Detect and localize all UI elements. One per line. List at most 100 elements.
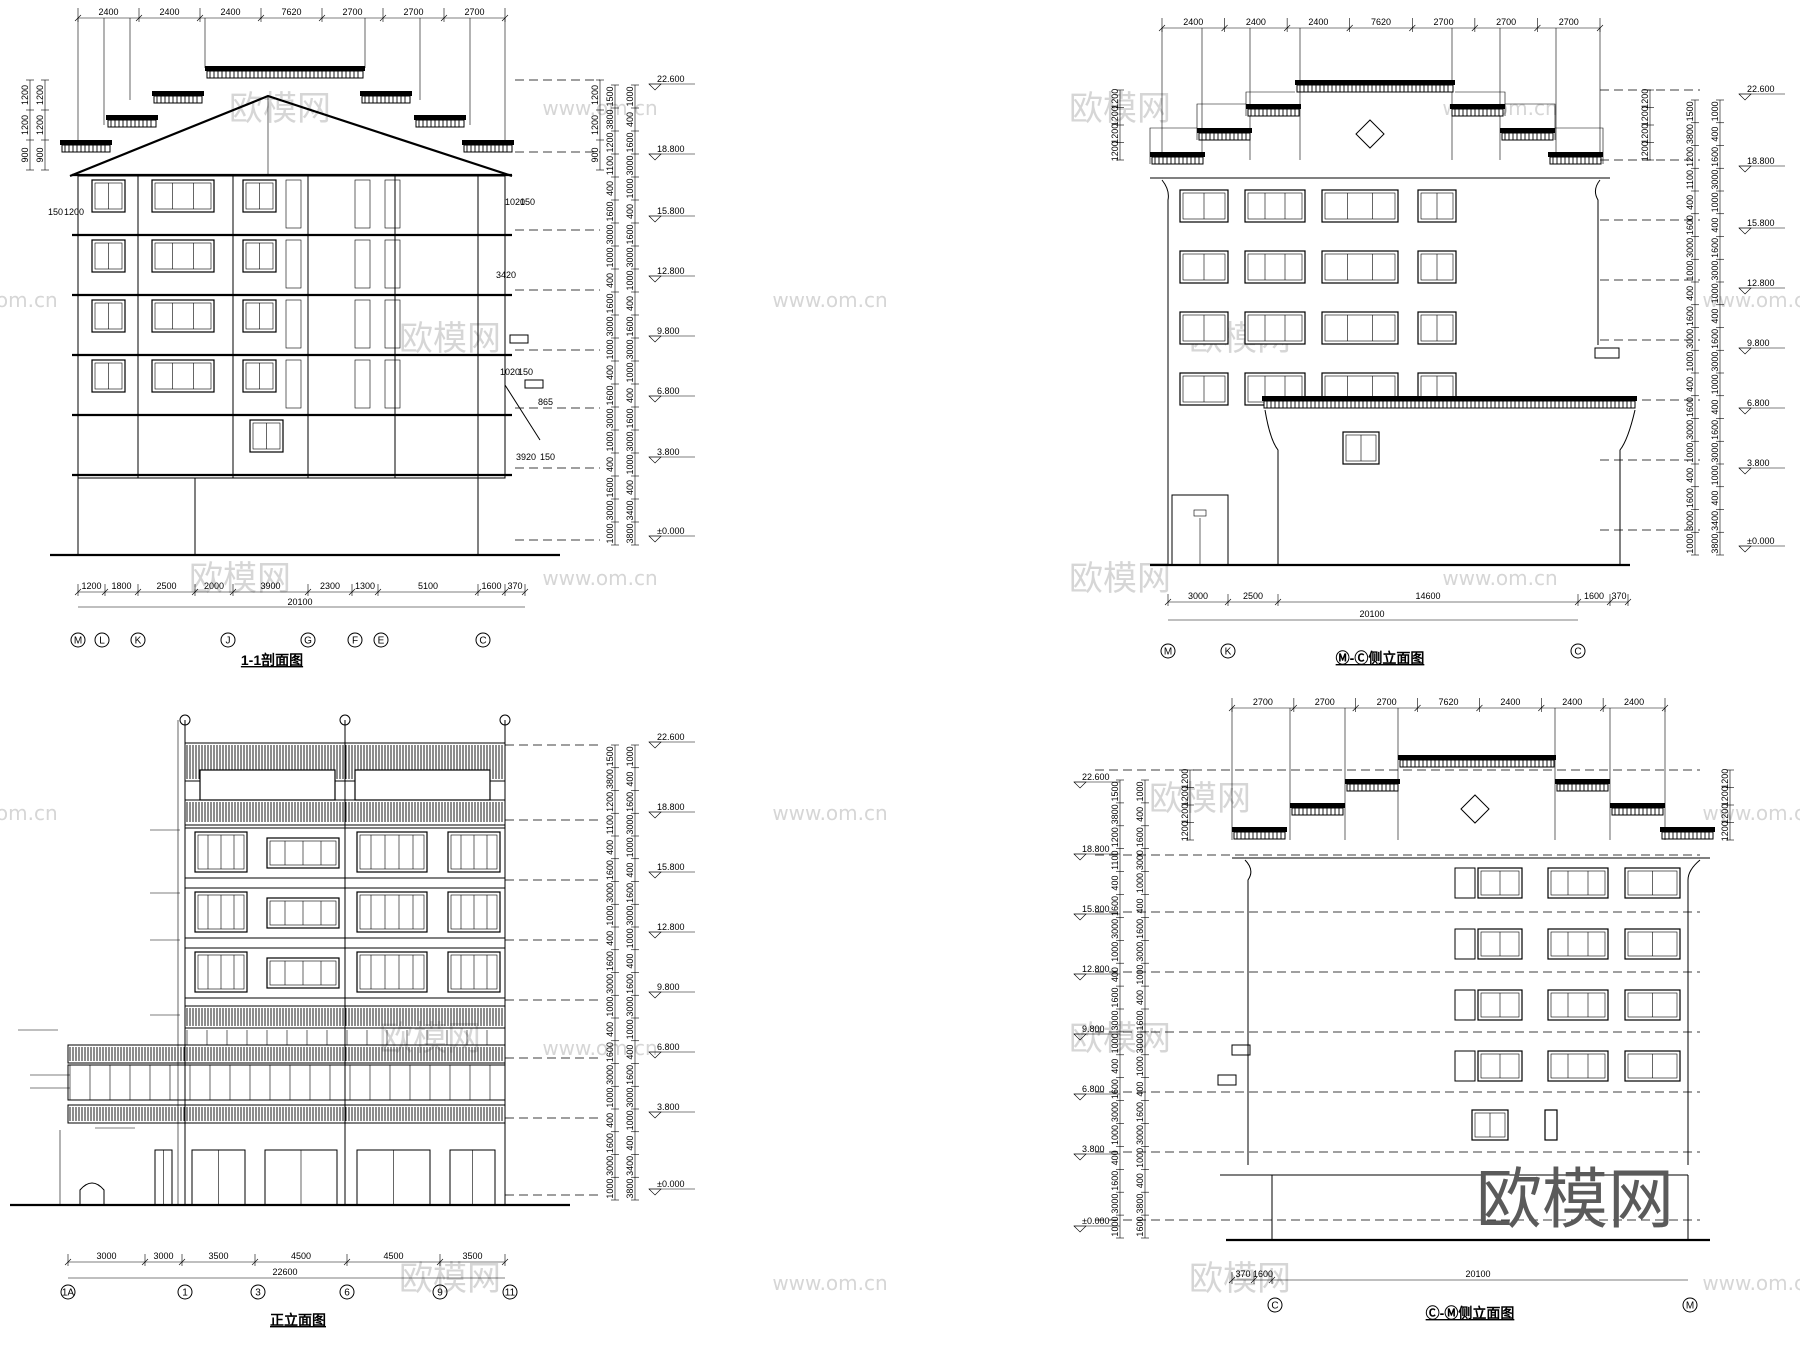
axis-bubble [347, 632, 363, 648]
dimension-label: 2700 [403, 7, 423, 17]
dimension-label: 2700 [1253, 697, 1273, 707]
pillar-finial [499, 714, 511, 726]
pillar-finial [179, 714, 191, 726]
note-label: 1200 [64, 207, 84, 217]
dimension-label: 1800 [111, 581, 131, 591]
axis-label: G [304, 636, 312, 647]
window [1321, 189, 1399, 223]
dimension-label: 7620 [1438, 697, 1458, 707]
level-label: 22.600 [657, 74, 685, 84]
dimension-label: 3000 [605, 883, 615, 903]
dimension-label: 2700 [342, 7, 362, 17]
window [356, 891, 428, 933]
window [1321, 250, 1399, 284]
axis-bubble [300, 632, 316, 648]
dimension-label: 1200 [1110, 89, 1120, 109]
dimension-label: 400 [605, 365, 615, 380]
door-opening [354, 179, 371, 229]
coping-top [1450, 104, 1505, 109]
window [1471, 1109, 1509, 1141]
dimension-label: 400 [605, 273, 615, 288]
coping-top [1232, 827, 1287, 832]
dimension-label: 3000 [153, 1251, 173, 1261]
door-opening [354, 299, 371, 349]
watermark-url: www.om.cn [1442, 566, 1557, 590]
dimension-slash [440, 14, 448, 22]
window [1547, 1050, 1609, 1082]
level-label: 9.800 [657, 982, 680, 992]
dimension-slash [1414, 704, 1421, 712]
window [242, 239, 277, 273]
dimension-label: 2400 [1500, 697, 1520, 707]
coping-top [1660, 827, 1715, 832]
watermark-cn: 欧模网 [399, 319, 501, 359]
window-frame [1244, 250, 1306, 284]
dimension-label: 1200 [1720, 786, 1730, 806]
level-label: 22.600 [1747, 84, 1775, 94]
dimension-label: 1000 [625, 178, 635, 198]
coping [1232, 827, 1287, 840]
level-marks: 22.60018.80015.80012.8009.8006.8003.800±… [648, 732, 695, 1196]
balcony-bracket [1217, 1074, 1237, 1086]
dimension-slash [1164, 598, 1172, 606]
dimension-label: 1200 [20, 85, 30, 105]
coping [414, 115, 466, 128]
dimension-slash [1624, 598, 1632, 606]
coping [1295, 80, 1455, 93]
dimension-label: 1200 [1640, 124, 1650, 144]
dimension-label: 3000 [625, 906, 635, 926]
dimension-label: 1000 [1110, 1125, 1120, 1145]
dimension-label: 3000 [625, 1088, 635, 1108]
dimension-slash [521, 588, 529, 596]
level-label: 15.800 [1082, 904, 1110, 914]
dimension-label: 3000 [1135, 942, 1145, 962]
dimension-label: 1300 [355, 581, 375, 591]
dimension-label: 900 [590, 147, 600, 162]
dimension-slash [1476, 704, 1483, 712]
balcony-bracket [1231, 1044, 1251, 1056]
dimension-label: 1000 [1110, 1217, 1120, 1237]
dimension-label: 1600 [1685, 215, 1695, 235]
coping-band [463, 144, 513, 153]
coping-band [61, 144, 111, 153]
axis-bubble [1220, 643, 1236, 659]
coping-band [1291, 807, 1344, 816]
coping-band [1661, 831, 1714, 840]
dimension-label: 1000 [625, 86, 635, 106]
dimension-label: 1000 [625, 362, 635, 382]
dimension-label: 1600 [1135, 1102, 1145, 1122]
door-opening [285, 299, 302, 349]
dimension-label: 400 [1110, 876, 1120, 891]
dimension-slash [501, 1258, 509, 1266]
level-label: 6.800 [657, 1042, 680, 1052]
dimension-label: 400 [1135, 807, 1145, 822]
dimension-label: 5100 [418, 581, 438, 591]
dimension-label: 1000 [1685, 352, 1695, 372]
dimension-slash [191, 588, 199, 596]
level-label: 9.800 [1747, 338, 1770, 348]
level-label: 9.800 [1082, 1024, 1105, 1034]
door-opening [285, 239, 302, 289]
window [356, 951, 428, 993]
dimension-label: 1000 [1135, 781, 1145, 801]
dimension-label: 1600 [1135, 827, 1145, 847]
door-transom [1193, 509, 1207, 517]
dimension-label: 3000 [1188, 591, 1208, 601]
axis-label: 3 [255, 1288, 261, 1299]
window [1624, 928, 1681, 960]
coping-band [1247, 108, 1300, 117]
window [91, 359, 126, 393]
window [1321, 311, 1399, 345]
narrow-window [1544, 1109, 1558, 1141]
dimension-label: 400 [1110, 967, 1120, 982]
level-label: 3.800 [1747, 458, 1770, 468]
dimension-label: 400 [625, 296, 635, 311]
note-label: 150 [520, 197, 535, 207]
window [151, 179, 215, 213]
dimension-label: 1000 [1110, 1033, 1120, 1053]
podium-band [67, 1044, 506, 1064]
